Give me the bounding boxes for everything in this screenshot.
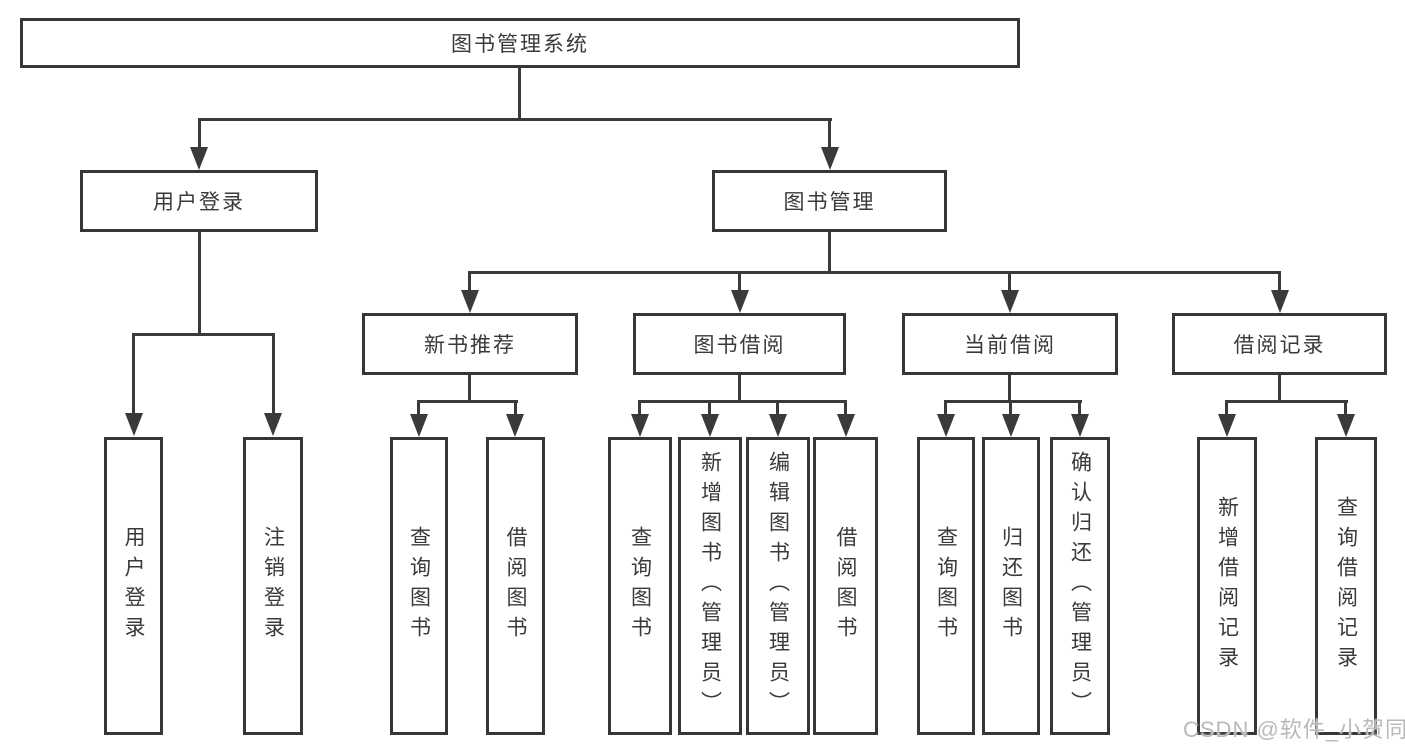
arrow-down-icon [701, 414, 719, 437]
leaf-label: 归还图书 [999, 526, 1023, 646]
leaf-logout: 注销登录 [243, 437, 303, 735]
node-label: 图书借阅 [693, 334, 786, 357]
node-label: 图书管理系统 [451, 33, 589, 56]
connector-line [468, 271, 471, 292]
node-new-book-recommend: 新书推荐 [362, 313, 578, 375]
connector-line [1344, 400, 1347, 416]
connector-line [518, 68, 521, 120]
node-label: 图书管理 [783, 191, 876, 214]
arrow-down-icon [821, 147, 839, 170]
connector-line [1008, 375, 1011, 403]
connector-line [844, 400, 847, 416]
leaf-borrow-books-recommend: 借阅图书 [486, 437, 545, 735]
connector-line [1278, 271, 1281, 292]
connector-line [1008, 271, 1011, 292]
connector-line [132, 333, 135, 415]
node-label: 借阅记录 [1233, 334, 1326, 357]
leaf-add-books-admin: 新增图书（管理员） [678, 437, 742, 735]
leaf-user-login: 用户登录 [104, 437, 163, 735]
leaf-label: 确认归还（管理员） [1068, 451, 1092, 721]
arrow-down-icon [769, 414, 787, 437]
connector-line [944, 400, 1082, 403]
arrow-down-icon [190, 147, 208, 170]
node-user-login: 用户登录 [80, 170, 318, 232]
arrow-down-icon [631, 414, 649, 437]
node-label: 用户登录 [153, 191, 245, 214]
leaf-return-books: 归还图书 [982, 437, 1040, 735]
connector-line [468, 375, 471, 403]
arrow-down-icon [506, 414, 524, 437]
connector-line [738, 271, 741, 292]
leaf-label: 用户登录 [122, 526, 145, 646]
leaf-edit-books-admin: 编辑图书（管理员） [746, 437, 810, 735]
connector-line [638, 400, 641, 416]
arrow-down-icon [837, 414, 855, 437]
node-borrow-records: 借阅记录 [1172, 313, 1387, 375]
node-book-borrow: 图书借阅 [633, 313, 846, 375]
leaf-label: 新增图书（管理员） [698, 451, 722, 721]
connector-line [132, 333, 275, 336]
connector-line [417, 400, 420, 416]
connector-line [198, 118, 201, 148]
arrow-down-icon [1218, 414, 1236, 437]
node-label: 新书推荐 [424, 334, 516, 357]
leaf-add-borrow-record: 新增借阅记录 [1197, 437, 1257, 735]
leaf-query-books-borrow: 查询图书 [608, 437, 672, 735]
arrow-down-icon [937, 414, 955, 437]
connector-line [944, 400, 947, 416]
node-label: 当前借阅 [964, 334, 1056, 357]
connector-line [1225, 400, 1348, 403]
leaf-label: 借阅图书 [504, 526, 527, 646]
connector-line [198, 232, 201, 335]
connector-line [828, 118, 831, 148]
connector-line [1009, 400, 1012, 416]
arrow-down-icon [461, 290, 479, 313]
leaf-label: 编辑图书（管理员） [766, 451, 790, 721]
csdn-watermark: CSDN @软件_小贺同学 [1183, 717, 1405, 742]
leaf-query-books-recommend: 查询图书 [390, 437, 448, 735]
arrow-down-icon [731, 290, 749, 313]
leaf-label: 查询图书 [628, 526, 652, 646]
connector-line [1278, 375, 1281, 403]
connector-line [468, 271, 1281, 274]
leaf-label: 查询图书 [934, 526, 958, 646]
leaf-query-books-current: 查询图书 [917, 437, 975, 735]
connector-line [828, 232, 831, 273]
arrow-down-icon [125, 413, 143, 436]
leaf-label: 查询图书 [407, 526, 431, 646]
leaf-label: 新增借阅记录 [1215, 496, 1239, 676]
node-root-library-system: 图书管理系统 [20, 18, 1020, 68]
node-current-borrow: 当前借阅 [902, 313, 1118, 375]
leaf-label: 借阅图书 [834, 526, 857, 646]
connector-line [1078, 400, 1081, 416]
connector-line [1225, 400, 1228, 416]
connector-line [638, 400, 847, 403]
connector-line [417, 400, 518, 403]
leaf-borrow-books: 借阅图书 [813, 437, 878, 735]
arrow-down-icon [264, 413, 282, 436]
leaf-query-borrow-record: 查询借阅记录 [1315, 437, 1377, 735]
arrow-down-icon [1271, 290, 1289, 313]
leaf-label: 查询借阅记录 [1334, 496, 1358, 676]
connector-line [738, 375, 741, 403]
connector-line [272, 333, 275, 415]
leaf-confirm-return-admin: 确认归还（管理员） [1050, 437, 1110, 735]
arrow-down-icon [1001, 290, 1019, 313]
leaf-label: 注销登录 [261, 526, 285, 646]
connector-line [776, 400, 779, 416]
connector-line [198, 118, 832, 121]
arrow-down-icon [1002, 414, 1020, 437]
node-book-management: 图书管理 [712, 170, 947, 232]
arrow-down-icon [410, 414, 428, 437]
arrow-down-icon [1337, 414, 1355, 437]
connector-line [514, 400, 517, 416]
connector-line [708, 400, 711, 416]
arrow-down-icon [1071, 414, 1089, 437]
